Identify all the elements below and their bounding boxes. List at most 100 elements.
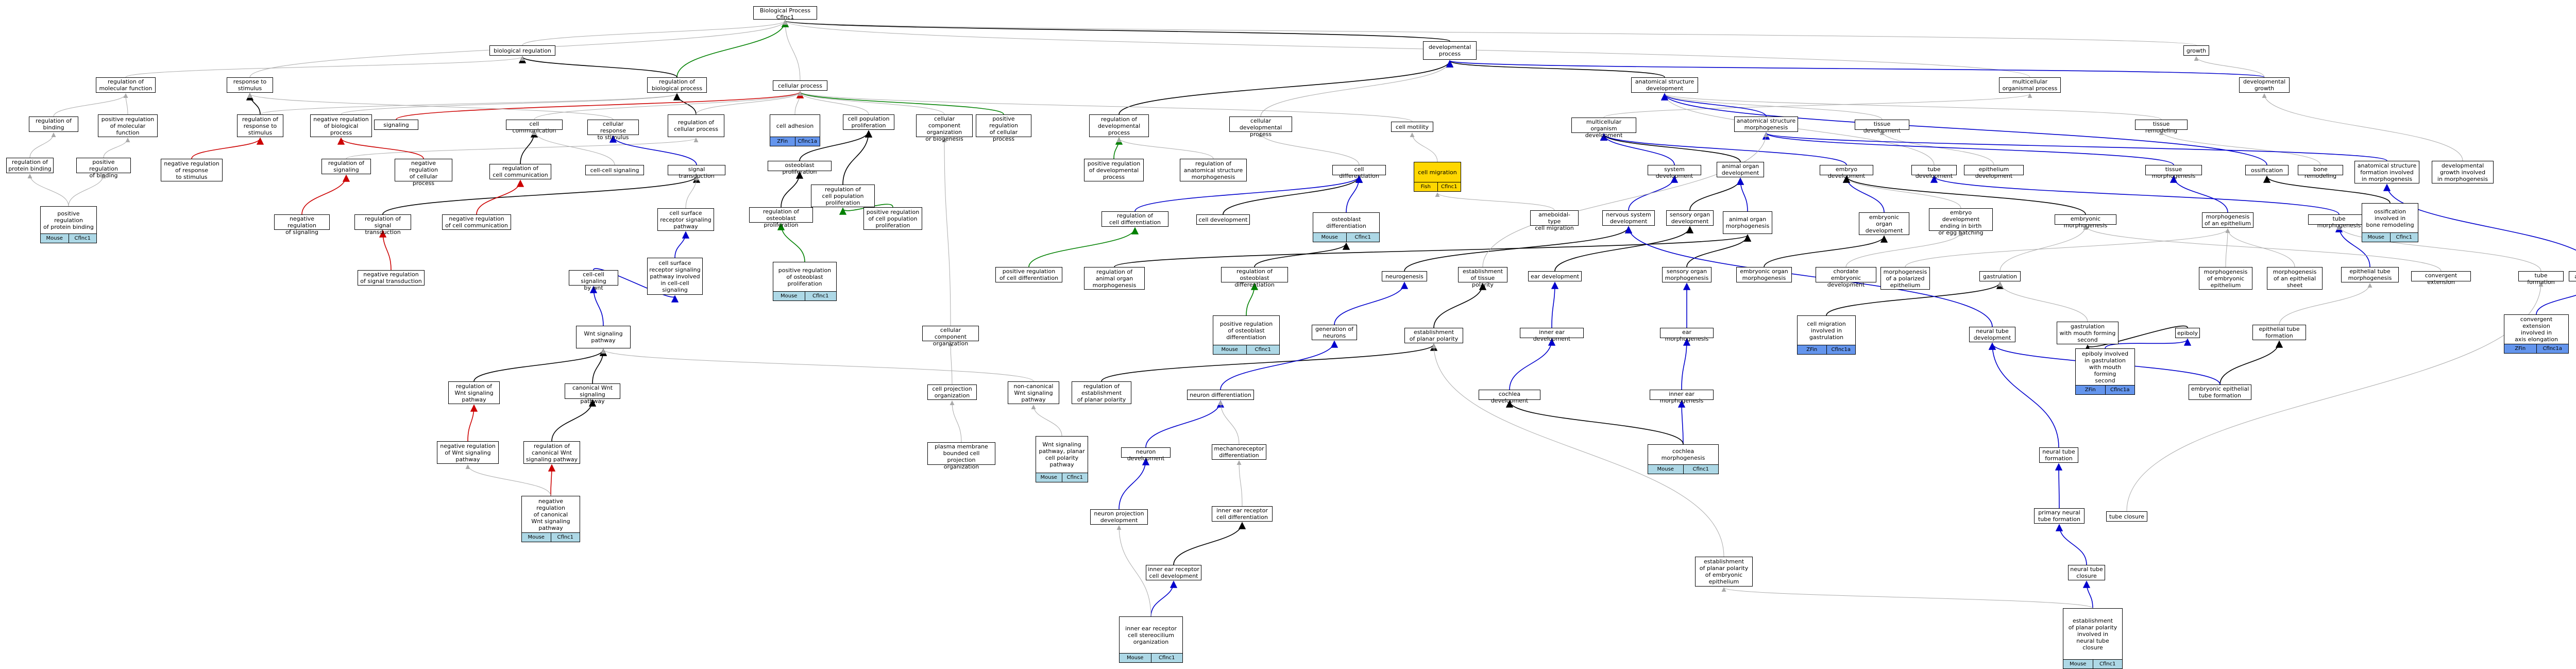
go-term-node[interactable]: cellular response to stimulus: [587, 120, 639, 141]
go-term-node[interactable]: positive regulation of binding: [76, 158, 131, 179]
go-term-node[interactable]: neuron development: [1121, 447, 1171, 462]
go-term-node[interactable]: mechanoreceptor differentiation: [1212, 444, 1266, 460]
go-term-node[interactable]: response to stimulus: [227, 77, 273, 93]
go-term-node[interactable]: ear morphogenesis: [1660, 328, 1714, 342]
go-term-node[interactable]: epiboly: [2175, 328, 2200, 338]
go-term-node[interactable]: neuron differentiation: [1187, 390, 1254, 400]
go-term-node[interactable]: embryonic organ development: [1859, 212, 1909, 235]
go-term-node[interactable]: cell communication: [506, 120, 563, 134]
go-term-node[interactable]: anatomical structure development: [1631, 77, 1698, 93]
go-term-node[interactable]: cell-cell signaling by wnt: [569, 270, 618, 291]
go-term-node[interactable]: establishment of planar polarity of embr…: [1695, 557, 1753, 587]
go-term-node[interactable]: neuron projection development: [1090, 509, 1148, 525]
go-term-node[interactable]: regulation of developmental process: [1089, 114, 1149, 137]
go-term-node[interactable]: anatomical structure formation involved …: [2354, 161, 2419, 183]
go-term-node[interactable]: regulation of biological process: [647, 77, 707, 93]
go-term-node[interactable]: sensory organ morphogenesis: [1662, 267, 1711, 282]
go-term-node[interactable]: regulation of cell population proliferat…: [811, 185, 875, 207]
go-term-node[interactable]: epithelium development: [1964, 165, 2024, 179]
go-term-node[interactable]: morphogenesis of an epithelium: [2202, 212, 2253, 228]
go-term-node[interactable]: positive regulation of developmental pro…: [1084, 159, 1144, 181]
go-term-node[interactable]: regulation of osteoblast differentiation: [1221, 267, 1288, 288]
go-term-node[interactable]: regulation of anatomical structure morph…: [1180, 159, 1247, 181]
go-term-node[interactable]: neural tube development: [1969, 327, 2015, 342]
go-term-node[interactable]: positive regulation of osteoblast differ…: [1213, 315, 1280, 355]
go-term-node[interactable]: embryonic epithelial tube formation: [2189, 384, 2251, 400]
go-term-node[interactable]: multicellular organismal process: [1999, 77, 2061, 93]
go-term-node[interactable]: morphogenesis of a polarized epithelium: [1880, 267, 1930, 290]
go-term-node[interactable]: Wnt signaling pathway, planar cell polar…: [1036, 436, 1088, 482]
go-term-node[interactable]: morphogenesis of an epithelial sheet: [2267, 267, 2323, 290]
go-term-node[interactable]: signal transduction: [668, 165, 725, 179]
go-term-node[interactable]: regulation of cell communication: [489, 164, 551, 179]
go-term-node[interactable]: regulation of osteoblast proliferation: [749, 207, 813, 228]
go-term-node[interactable]: epiboly involved in gastrulation with mo…: [2075, 348, 2135, 395]
go-term-node[interactable]: positive regulation of osteoblast prolif…: [773, 262, 837, 301]
go-term-node[interactable]: ameboidal-type cell migration: [1530, 210, 1579, 231]
go-term-node[interactable]: generation of neurons: [1312, 325, 1357, 340]
go-term-node[interactable]: anatomical structure morphogenesis: [1734, 116, 1798, 132]
go-term-node[interactable]: plasma membrane bounded cell projection …: [927, 442, 995, 470]
go-term-node[interactable]: negative regulation of cellular process: [395, 159, 452, 187]
go-term-node[interactable]: regulation of establishment of planar po…: [1072, 381, 1131, 404]
go-term-node[interactable]: ossification involved in bone remodeling…: [2362, 203, 2418, 242]
go-term-node[interactable]: neural tube closure: [2068, 565, 2105, 580]
go-term-node[interactable]: inner ear receptor cell stereocilium org…: [1119, 616, 1183, 663]
go-term-node[interactable]: osteoblast proliferation: [768, 161, 832, 175]
go-term-node[interactable]: regulation of animal organ morphogenesis: [1084, 267, 1145, 290]
go-term-node[interactable]: regulation of binding: [29, 116, 78, 132]
go-term-node[interactable]: embryonic morphogenesis: [2055, 214, 2116, 229]
go-term-node[interactable]: tissue remodeling: [2135, 120, 2188, 134]
go-term-node[interactable]: negative regulation of signaling: [274, 214, 330, 236]
go-term-node[interactable]: ear development: [1528, 271, 1582, 281]
go-term-node[interactable]: tissue morphogenesis: [2145, 165, 2202, 179]
go-term-node[interactable]: convergent extension: [2411, 271, 2471, 286]
go-term-node[interactable]: Wnt signaling pathway: [576, 326, 631, 348]
go-term-node[interactable]: epithelial tube formation: [2252, 325, 2306, 340]
go-term-node[interactable]: cell population proliferation: [843, 114, 894, 130]
go-term-node[interactable]: Biological Process Cflnc1: [753, 6, 817, 21]
go-term-node[interactable]: biological regulation: [489, 45, 555, 56]
go-term-node[interactable]: regulation of cellular process: [668, 114, 724, 137]
go-term-node[interactable]: inner ear receptor cell differentiation: [1212, 506, 1273, 522]
go-term-node[interactable]: establishment of planar polarity: [1404, 328, 1463, 343]
go-term-node[interactable]: growth: [2183, 45, 2209, 56]
go-term-node[interactable]: chordate embryonic development: [1816, 267, 1876, 288]
go-term-node[interactable]: epithelial tube morphogenesis: [2341, 267, 2399, 282]
go-term-node[interactable]: axis elongation: [2569, 271, 2576, 281]
go-term-node[interactable]: regulation of cell differentiation: [1101, 211, 1168, 227]
go-term-node[interactable]: primary neural tube formation: [2034, 508, 2084, 524]
go-term-node[interactable]: cell projection organization: [927, 384, 977, 400]
go-term-node[interactable]: bone remodeling: [2298, 165, 2343, 179]
go-term-node[interactable]: cell development: [1196, 214, 1250, 225]
go-term-node[interactable]: embryo development ending in birth or eg…: [1929, 208, 1993, 236]
go-term-node[interactable]: tube closure: [2106, 511, 2147, 522]
go-term-node[interactable]: regulation of signal transduction: [354, 214, 411, 236]
go-term-node[interactable]: negative regulation of response to stimu…: [161, 159, 223, 181]
go-term-node[interactable]: negative regulation of cell communicatio…: [442, 214, 511, 230]
go-term-node[interactable]: inner ear development: [1520, 328, 1584, 342]
go-term-node[interactable]: sensory organ development: [1666, 210, 1714, 226]
go-term-node[interactable]: negative regulation of Wnt signaling pat…: [437, 441, 499, 464]
go-term-node[interactable]: cellular component organization: [922, 326, 979, 347]
go-term-node[interactable]: regulation of molecular function: [96, 77, 156, 93]
go-term-node[interactable]: developmental growth involved in morphog…: [2432, 161, 2494, 183]
go-term-node[interactable]: cell surface receptor signaling pathway …: [647, 258, 703, 295]
go-term-node[interactable]: cellular developmental process: [1229, 116, 1292, 138]
go-term-node[interactable]: negative regulation of canonical Wnt sig…: [521, 496, 580, 542]
go-term-node[interactable]: nervous system development: [1602, 210, 1655, 226]
go-term-node[interactable]: convergent extension involved in axis el…: [2504, 314, 2569, 354]
go-term-node[interactable]: cell differentiation: [1332, 165, 1386, 179]
go-term-node[interactable]: gastrulation with mouth forming second: [2057, 322, 2119, 344]
go-term-node[interactable]: tube formation: [2518, 271, 2564, 286]
go-term-node[interactable]: regulation of Wnt signaling pathway: [448, 381, 500, 404]
go-term-node[interactable]: developmental process: [1423, 41, 1477, 60]
go-term-node[interactable]: cell surface receptor signaling pathway: [657, 208, 714, 231]
go-term-node[interactable]: non-canonical Wnt signaling pathway: [1008, 381, 1059, 404]
go-term-node[interactable]: negative regulation of biological proces…: [310, 114, 372, 137]
go-term-node[interactable]: developmental growth: [2239, 77, 2290, 93]
